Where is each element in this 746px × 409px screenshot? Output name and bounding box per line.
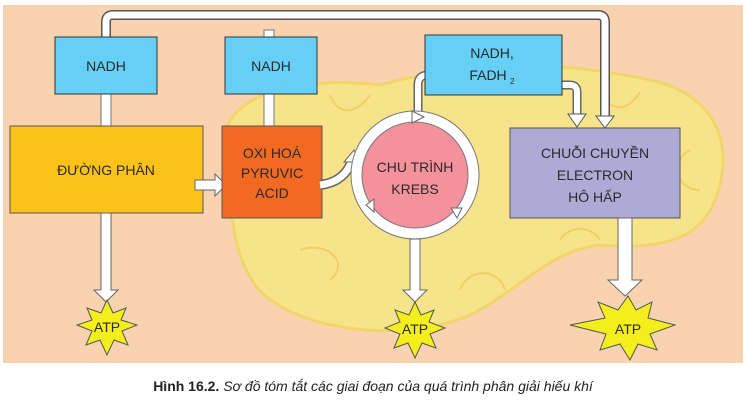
nadh-label-2: NADH xyxy=(251,58,291,74)
nadh-label-1: NADH xyxy=(86,58,126,74)
pyruvate-label-2: PYRUVIC xyxy=(241,165,303,181)
etc-label-1: CHUỖI CHUYỀN xyxy=(541,144,649,161)
nadh-fadh2-label-2: FADH xyxy=(469,67,506,83)
pyruvate-oxidation-box xyxy=(221,125,323,219)
glycolysis-box xyxy=(9,125,204,214)
krebs-label-1: CHU TRÌNH xyxy=(377,159,454,175)
figure-caption: Hình 16.2. Sơ đồ tóm tắt các giai đoạn c… xyxy=(0,378,746,394)
atp-star-2 xyxy=(383,300,447,360)
etc-label-3: HÔ HẤP xyxy=(568,189,622,205)
atp-label-1: ATP xyxy=(94,319,120,335)
figure-number: Hình 16.2. xyxy=(153,378,220,394)
etc-label-2: ELECTRON xyxy=(557,167,633,183)
atp-label-2: ATP xyxy=(402,321,428,337)
atp-star-3 xyxy=(569,295,677,362)
nadh-fadh2-box xyxy=(424,34,563,96)
krebs-atp-arrow xyxy=(401,238,429,303)
nadh-fadh2-label-1: NADH, xyxy=(470,45,514,61)
pyruvate-label-3: ACID xyxy=(255,185,288,201)
nadh-box-1 xyxy=(54,36,158,95)
glycolysis-to-pyruvate-arrow xyxy=(194,172,227,198)
krebs-cycle-circle xyxy=(361,121,469,229)
nadh-box-2 xyxy=(224,36,318,95)
caption-text: Sơ đồ tóm tắt các giai đoạn của quá trìn… xyxy=(223,378,593,394)
electron-transport-chain-box xyxy=(509,127,681,219)
glycolysis-label: ĐƯỜNG PHÂN xyxy=(57,162,155,178)
etc-atp-arrow xyxy=(606,217,644,297)
atp-star-1 xyxy=(75,298,139,357)
fadh2-subscript: 2 xyxy=(510,77,515,86)
glycolysis-atp-arrow xyxy=(92,212,120,303)
atp-label-3: ATP xyxy=(615,321,641,337)
krebs-label-2: KREBS xyxy=(391,181,438,197)
pyruvate-label-1: OXI HOÁ xyxy=(243,145,302,161)
